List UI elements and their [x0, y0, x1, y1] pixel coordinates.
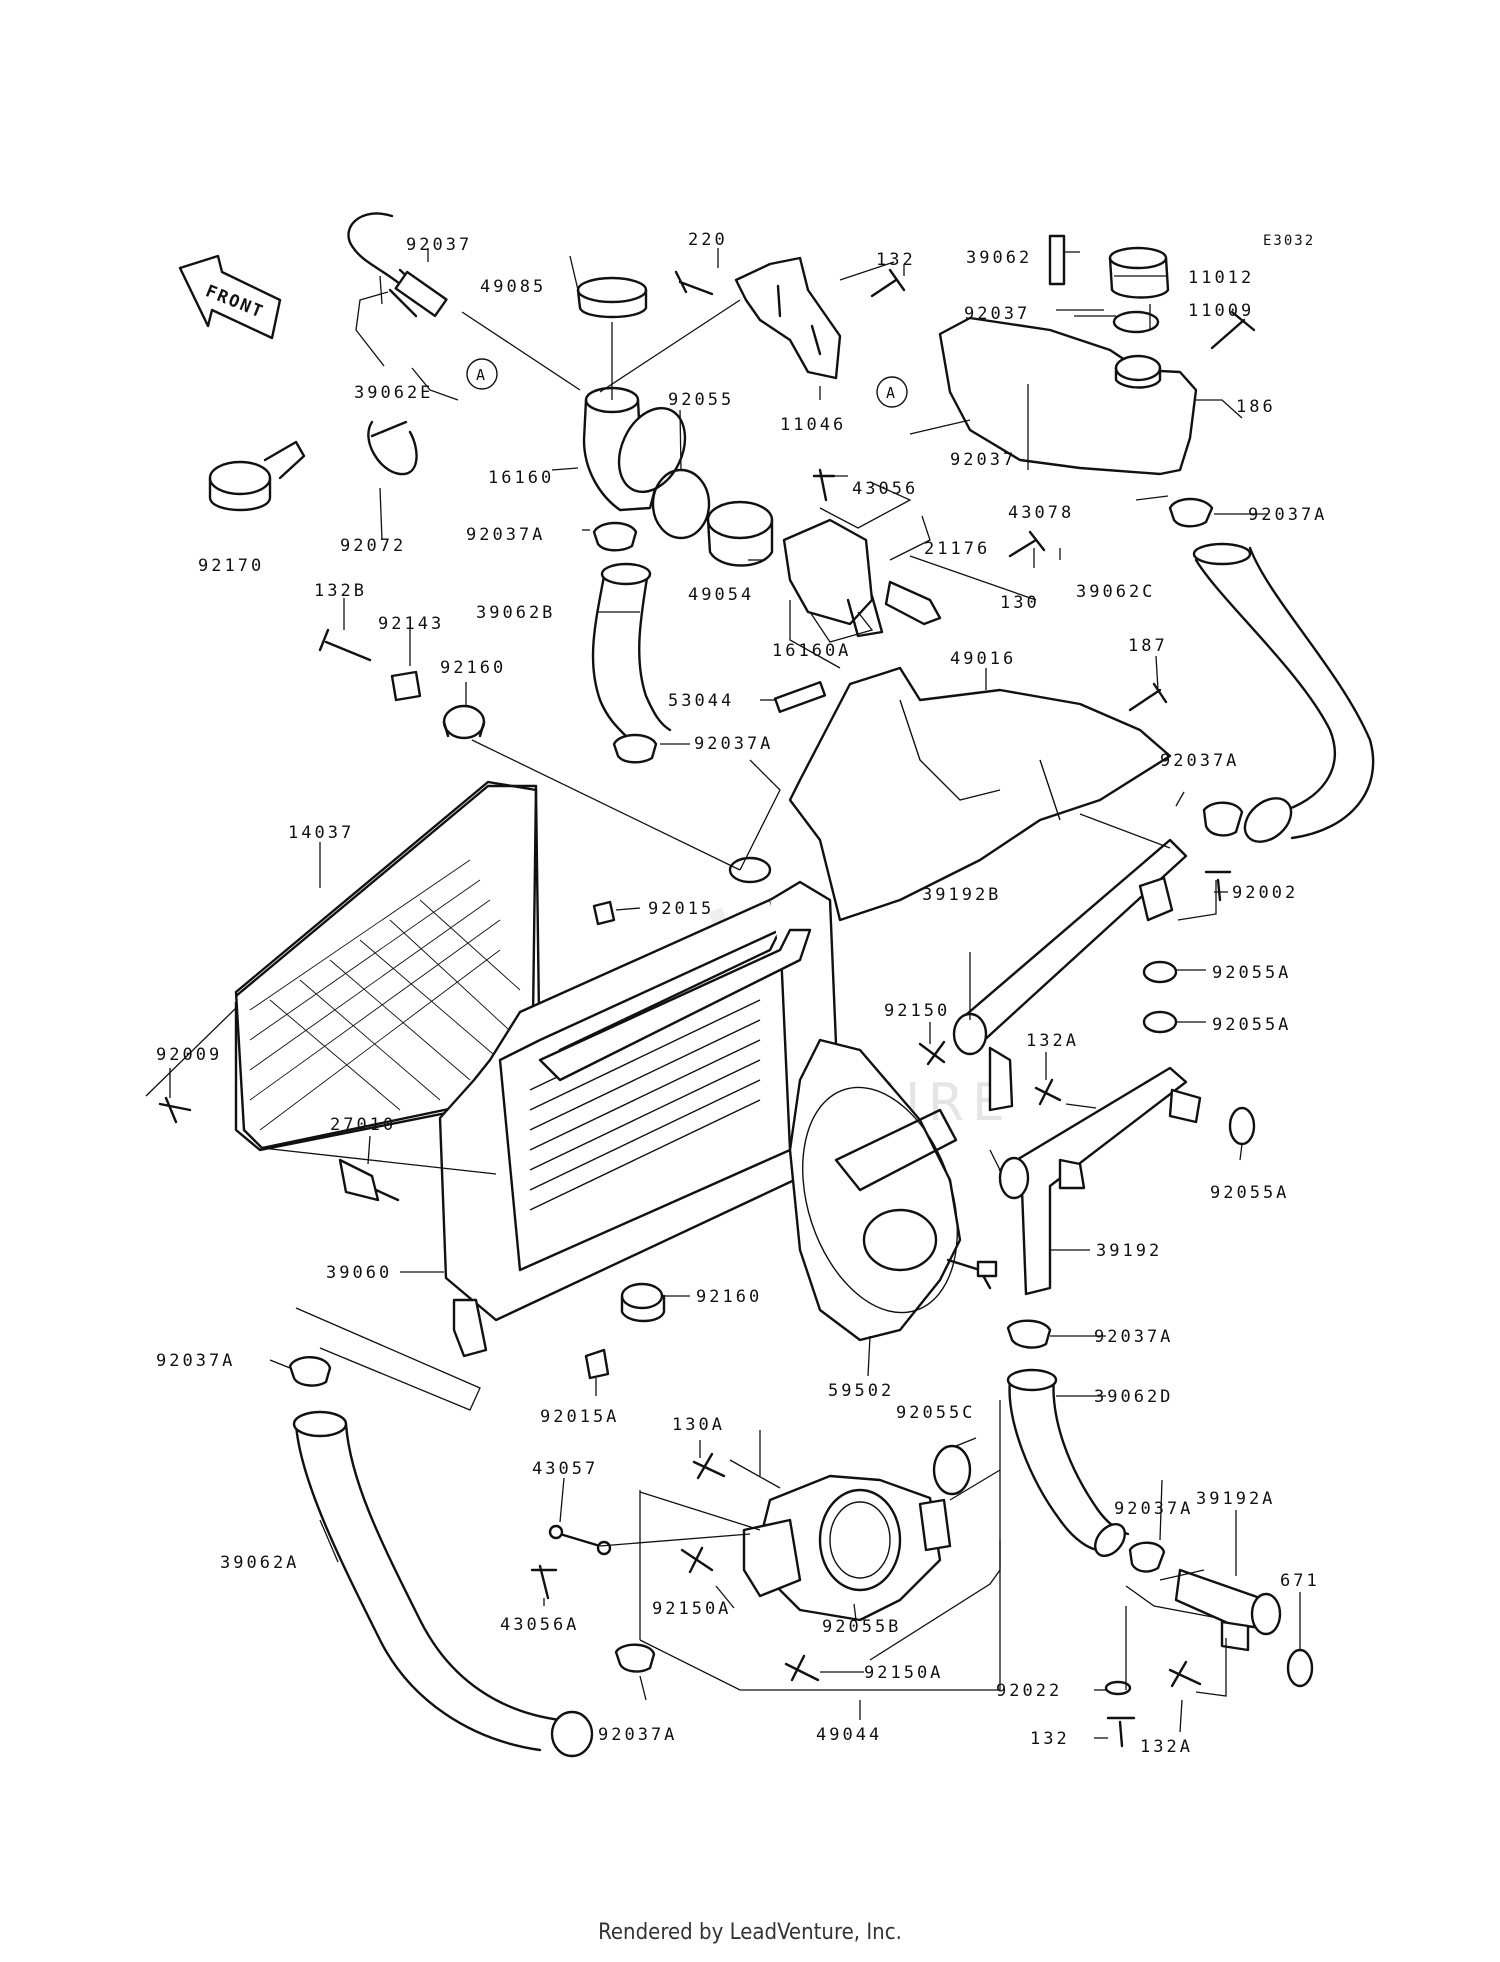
part-label-130A: 130A [672, 1415, 725, 1435]
part-label-92037-tank: 92037 [964, 304, 1030, 324]
part-label-27010: 27010 [330, 1115, 396, 1135]
part-label-92037A-6: 92037A [1094, 1327, 1173, 1347]
part-label-59502: 59502 [828, 1381, 894, 1401]
part-label-92037A-3: 92037A [694, 734, 773, 754]
part-label-92037-top: 92037 [406, 235, 472, 255]
ref-markers: A A [466, 358, 908, 408]
screen-mesh [249, 859, 521, 1131]
part-label-49085: 49085 [480, 277, 546, 297]
part-labels: 92037 220 132 39062 11012 49085 92037 11… [156, 230, 1327, 1757]
part-label-92160-bot: 92160 [696, 1287, 762, 1307]
part-label-130: 130 [1000, 593, 1040, 613]
part-label-92150: 92150 [884, 1001, 950, 1021]
part-label-11046: 11046 [780, 415, 846, 435]
part-label-92037A-4: 92037A [1160, 751, 1239, 771]
part-label-92037A-7: 92037A [1114, 1499, 1193, 1519]
part-label-39062A: 39062A [220, 1553, 299, 1573]
part-label-92055A-1: 92055A [1212, 963, 1291, 983]
part-label-92015: 92015 [648, 899, 714, 919]
part-label-49054: 49054 [688, 585, 754, 605]
part-label-92055A-2: 92055A [1212, 1015, 1291, 1035]
part-label-92055A-3: 92055A [1210, 1183, 1289, 1203]
part-label-132A-mid: 132A [1026, 1031, 1079, 1051]
part-label-671: 671 [1280, 1571, 1320, 1591]
part-label-187: 187 [1128, 636, 1168, 656]
part-label-49016: 49016 [950, 649, 1016, 669]
part-label-39062B: 39062B [476, 603, 555, 623]
part-label-92170: 92170 [198, 556, 264, 576]
part-label-92150A-2: 92150A [864, 1663, 943, 1683]
part-label-14037: 14037 [288, 823, 354, 843]
part-label-92055C: 92055C [896, 1403, 975, 1423]
part-label-39062C: 39062C [1076, 582, 1155, 602]
part-label-39062E: 39062E [354, 383, 433, 403]
part-label-92160-top: 92160 [440, 658, 506, 678]
leader-lines [145, 248, 1301, 1739]
part-label-92037A-8: 92037A [598, 1725, 677, 1745]
part-drawings [158, 212, 1375, 1758]
part-label-92072: 92072 [340, 536, 406, 556]
part-label-92055B: 92055B [822, 1617, 901, 1637]
part-label-132B: 132B [314, 581, 367, 601]
ref-marker-a-left: A [476, 366, 485, 384]
part-label-43057: 43057 [532, 1459, 598, 1479]
ref-marker-a-right: A [886, 384, 895, 402]
part-label-49044: 49044 [816, 1725, 882, 1745]
part-label-43056: 43056 [852, 479, 918, 499]
part-label-16160A: 16160A [772, 641, 851, 661]
part-label-92015A: 92015A [540, 1407, 619, 1427]
part-label-92037A-1: 92037A [466, 525, 545, 545]
part-label-92037A-2: 92037A [1248, 505, 1327, 525]
part-label-39192B: 39192B [922, 885, 1001, 905]
part-label-92037A-5: 92037A [156, 1351, 235, 1371]
part-label-39192A: 39192A [1196, 1489, 1275, 1509]
part-label-43056A: 43056A [500, 1615, 579, 1635]
part-label-53044: 53044 [668, 691, 734, 711]
part-label-92002: 92002 [1232, 883, 1298, 903]
part-label-11012: 11012 [1188, 268, 1254, 288]
part-label-16160: 16160 [488, 468, 554, 488]
part-label-132A-bot: 132A [1140, 1737, 1193, 1757]
part-label-220: 220 [688, 230, 728, 250]
diagram-code: E3032 [1263, 233, 1315, 249]
part-label-39060: 39060 [326, 1263, 392, 1283]
part-label-11009: 11009 [1188, 301, 1254, 321]
part-label-39192: 39192 [1096, 1241, 1162, 1261]
part-label-92143: 92143 [378, 614, 444, 634]
footer-credit: Rendered by LeadVenture, Inc. [598, 1920, 902, 1945]
part-label-92009: 92009 [156, 1045, 222, 1065]
part-label-21176: 21176 [924, 539, 990, 559]
part-label-92055: 92055 [668, 390, 734, 410]
part-label-132-top: 132 [876, 250, 916, 270]
front-arrow: FRONT [178, 254, 282, 340]
part-label-43078: 43078 [1008, 503, 1074, 523]
part-label-92022: 92022 [996, 1681, 1062, 1701]
part-label-39062-top: 39062 [966, 248, 1032, 268]
part-label-92037-a: 92037 [950, 450, 1016, 470]
part-label-132-bot: 132 [1030, 1729, 1070, 1749]
part-label-39062D: 39062D [1094, 1387, 1173, 1407]
part-label-92150A-1: 92150A [652, 1599, 731, 1619]
part-label-186: 186 [1236, 397, 1276, 417]
